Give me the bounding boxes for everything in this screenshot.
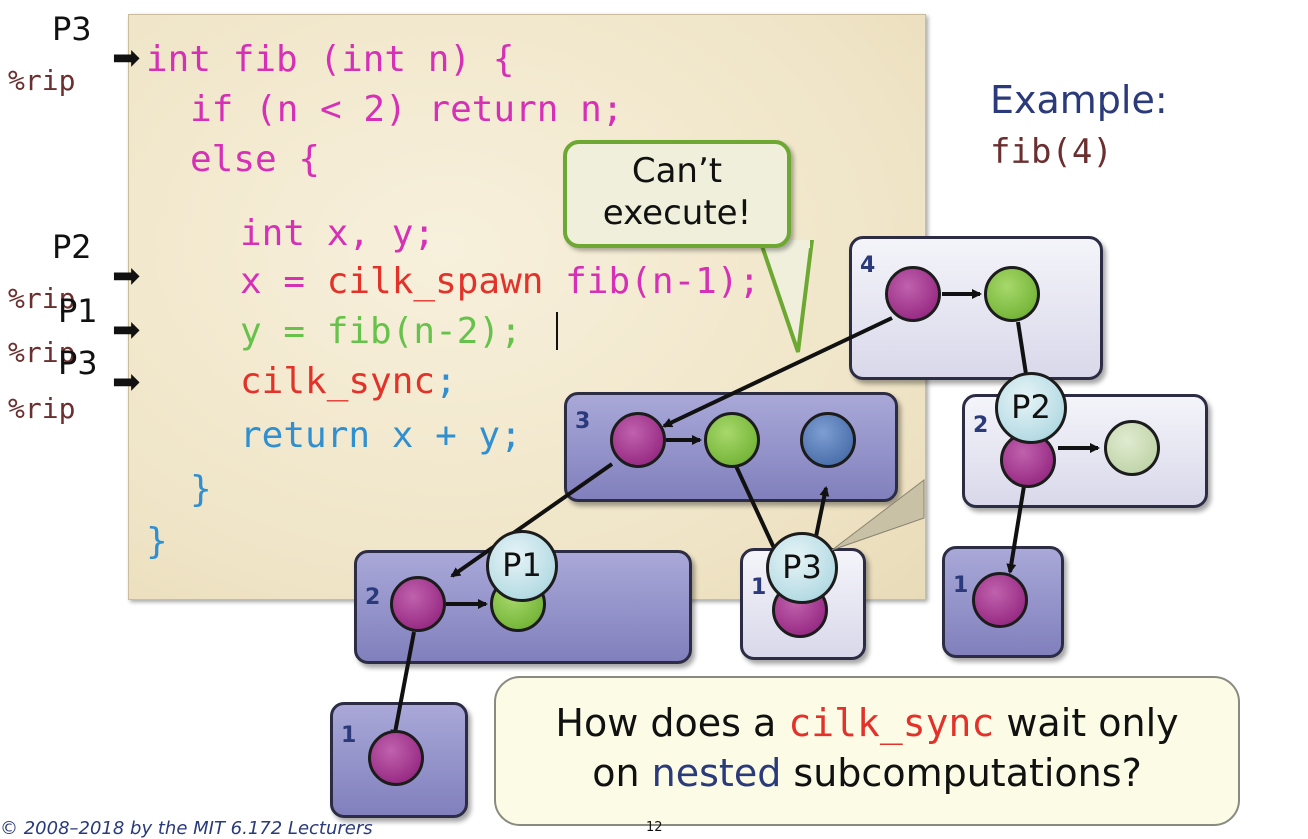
- frame-label: 3: [575, 409, 591, 434]
- edge-fib3-spawn: [450, 462, 614, 578]
- code-assign-x: x =: [240, 261, 327, 302]
- strand-node: [1104, 420, 1160, 476]
- pointer-p2-rip: %rip: [8, 282, 76, 315]
- code-line-7: cilk_sync;: [240, 362, 457, 402]
- question-nested: nested: [651, 751, 782, 795]
- code-line-2: if (n < 2) return n;: [190, 89, 624, 130]
- page-number: 12: [646, 820, 663, 835]
- strand-node: [885, 266, 941, 322]
- strand-node: [368, 730, 424, 786]
- code-spawn-keyword: cilk_spawn: [326, 261, 544, 302]
- question-text: How does a: [555, 701, 789, 745]
- edge-fib3-call: [734, 465, 776, 549]
- callout-line-1: Can’t: [631, 151, 723, 191]
- processor-p1: P1: [486, 530, 558, 602]
- strand-node: [704, 412, 760, 468]
- frame-label: 1: [751, 575, 767, 600]
- edge-fib2r-spawn: [1006, 485, 1026, 574]
- cant-execute-callout: Can’t execute!: [563, 140, 791, 248]
- code-line-5: x = cilk_spawn fib(n-1);: [240, 262, 760, 302]
- pointer-arrow-icon: ➡: [112, 310, 141, 350]
- footer-copyright: © 2008–2018 by the MIT 6.172 Lecturers: [0, 818, 373, 839]
- code-line-6: y = fib(n-2);: [240, 311, 522, 352]
- pointer-p3-top-label: P3: [52, 10, 92, 48]
- code-line-4: int x, y;: [240, 213, 436, 254]
- frame-label: 2: [973, 413, 989, 438]
- edge-fib2l-spawn: [390, 631, 416, 740]
- code-line-3: else {: [190, 139, 321, 180]
- question-keyword: cilk_sync: [788, 701, 995, 745]
- code-line-10: }: [146, 521, 168, 562]
- example-title: Example:: [990, 78, 1168, 122]
- strand-node: [800, 412, 856, 468]
- callout-tail: [760, 240, 815, 353]
- question-line-2: on nested subcomputations?: [496, 748, 1238, 798]
- frame-label: 1: [953, 573, 969, 598]
- pointer-p1-rip: %rip: [8, 336, 76, 369]
- question-text: subcomputations?: [781, 751, 1142, 795]
- pointer-arrow-icon: ➡: [112, 362, 141, 402]
- frame-label: 4: [860, 253, 876, 278]
- processor-p2: P2: [995, 372, 1067, 444]
- question-line-1: How does a cilk_sync wait only: [496, 698, 1238, 748]
- code-line-1: int fib (int n) {: [146, 39, 515, 80]
- frame-label: 1: [341, 723, 357, 748]
- code-line-8: return x + y;: [240, 415, 522, 456]
- code-spawn-call: fib(n-1);: [543, 261, 761, 302]
- edge-fib4-spawn: [662, 316, 893, 428]
- pointer-p2-label: P2: [52, 228, 92, 266]
- strand-node: [984, 266, 1040, 322]
- frame-label: 2: [365, 585, 381, 610]
- question-text: on: [592, 751, 652, 795]
- pointer-p3-bottom-label: P3: [58, 344, 98, 382]
- pointer-p3-bottom-rip: %rip: [8, 392, 76, 425]
- pointer-arrow-icon: ➡: [112, 256, 141, 296]
- text-cursor: [556, 312, 558, 350]
- strand-node: [610, 412, 666, 468]
- strand-node: [972, 572, 1028, 628]
- strand-node: [390, 576, 446, 632]
- code-sync-semicolon: ;: [435, 361, 457, 402]
- question-text: wait only: [994, 701, 1179, 745]
- code-panel-tail: [831, 478, 925, 551]
- callout-line-2: execute!: [602, 193, 752, 233]
- processor-p3: P3: [766, 532, 838, 604]
- question-box: How does a cilk_sync wait only on nested…: [494, 676, 1240, 826]
- pointer-p3-top-rip: %rip: [8, 64, 76, 97]
- code-line-9: }: [190, 469, 212, 510]
- example-call: fib(4): [990, 132, 1113, 172]
- code-sync-keyword: cilk_sync: [240, 361, 436, 402]
- pointer-arrow-icon: ➡: [112, 38, 141, 78]
- pointer-p1-label: P1: [58, 292, 98, 330]
